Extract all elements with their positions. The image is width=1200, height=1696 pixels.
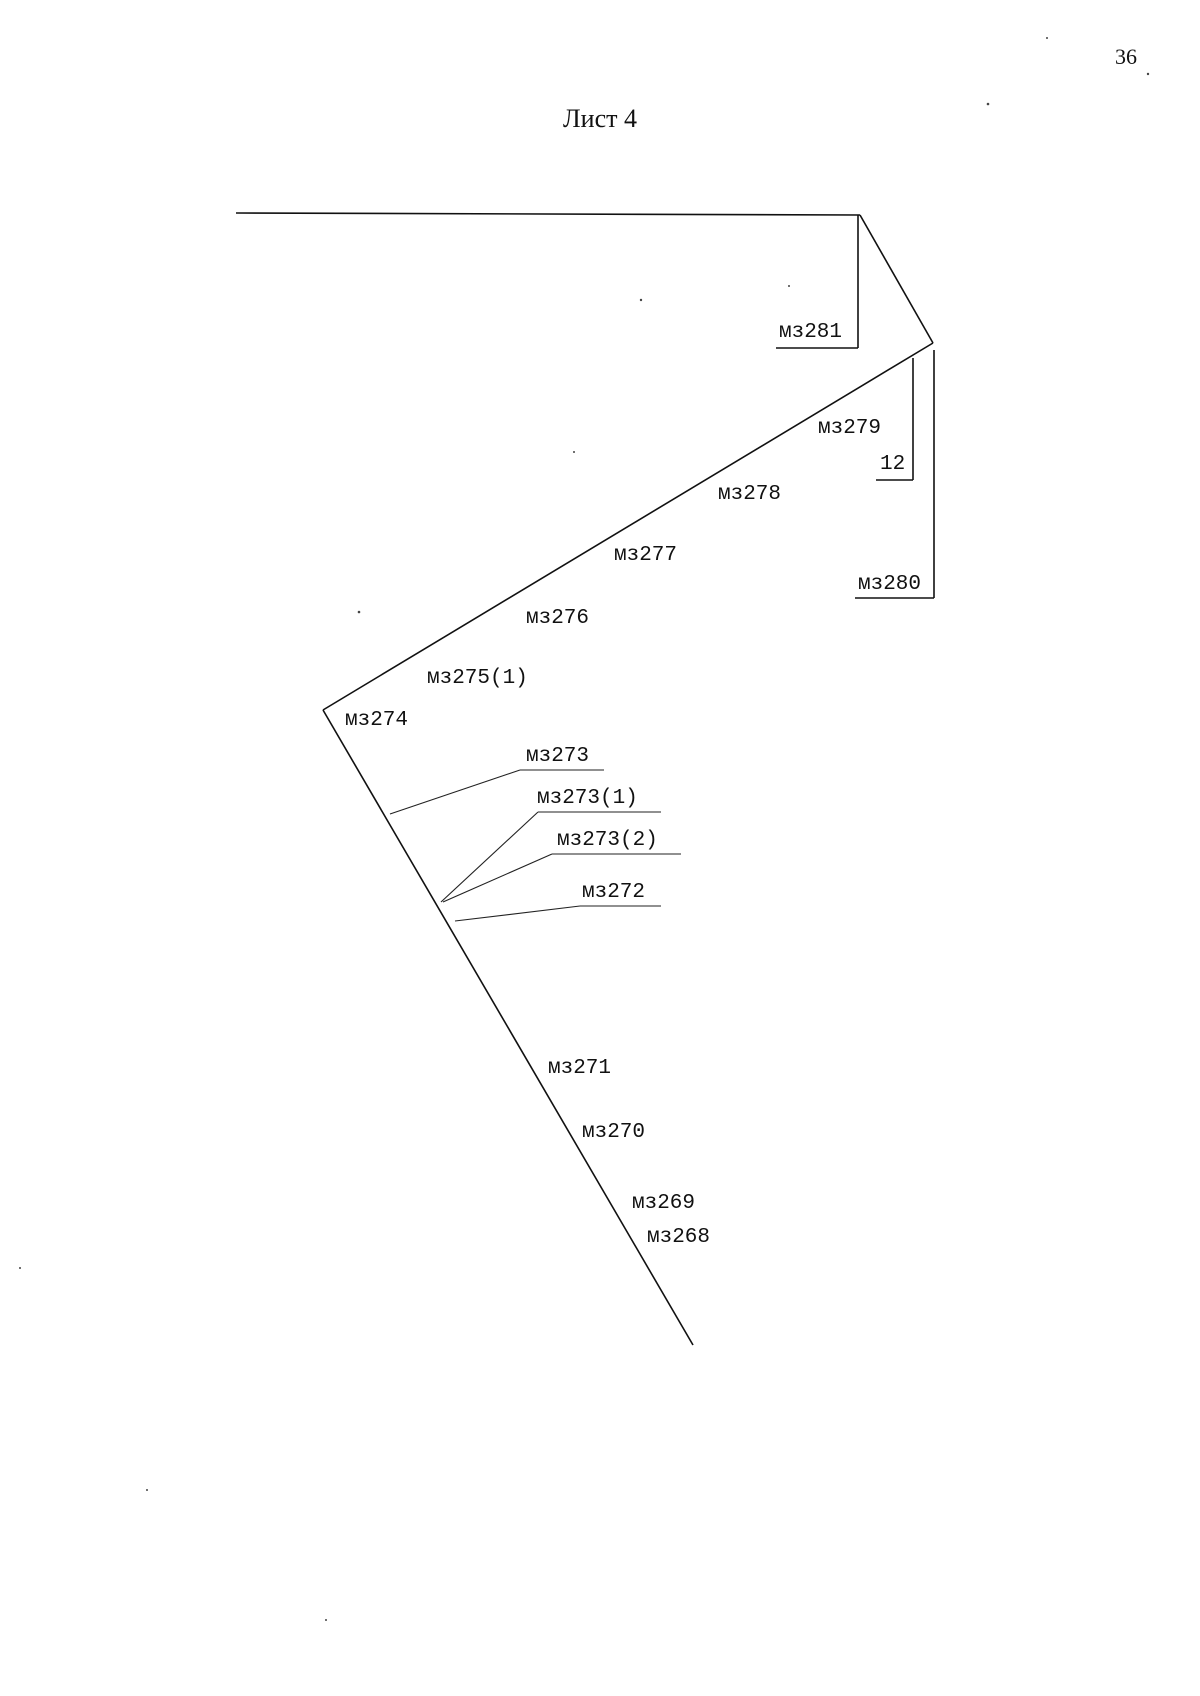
- scan-speck: [325, 1619, 327, 1621]
- label-ms277: мз277: [614, 544, 677, 567]
- page-number: 36: [1115, 44, 1137, 69]
- scan-speck: [357, 610, 361, 614]
- scan-speck: [986, 102, 990, 106]
- label-ms281: мз281: [779, 321, 842, 344]
- label-ms273-2: мз273(2): [557, 829, 658, 852]
- label-ms273-1: мз273(1): [537, 787, 638, 810]
- label-ms274: мз274: [345, 709, 408, 732]
- ms273-connector: [389, 769, 521, 815]
- label-ms276: мз276: [526, 607, 589, 630]
- label-ms278: мз278: [718, 483, 781, 506]
- ms273-2-connector: [442, 853, 553, 903]
- scan-speck: [1046, 37, 1048, 39]
- ms272-connector: [454, 905, 581, 922]
- label-12: 12: [880, 453, 905, 476]
- scan-speck: [788, 285, 790, 287]
- sheet-title: Лист 4: [563, 104, 637, 133]
- label-ms273: мз273: [526, 745, 589, 768]
- scan-speck: [146, 1489, 148, 1491]
- scan-speck: [1146, 72, 1150, 76]
- scan-speck: [573, 451, 575, 453]
- label-ms271: мз271: [548, 1057, 611, 1080]
- label-ms268: мз268: [647, 1226, 710, 1249]
- ms273-1-connector: [440, 811, 539, 903]
- top-branch: [235, 212, 861, 216]
- label-ms269: мз269: [632, 1192, 695, 1215]
- label-ms280: мз280: [858, 573, 921, 596]
- scan-speck: [639, 298, 643, 302]
- label-ms275-1: мз275(1): [427, 667, 528, 690]
- upper-right-edge: [859, 214, 934, 344]
- label-ms272: мз272: [582, 881, 645, 904]
- lower-branch: [322, 709, 694, 1346]
- label-ms270: мз270: [582, 1121, 645, 1144]
- diagonal-branch: [322, 342, 934, 711]
- scan-speck: [19, 1267, 21, 1269]
- label-ms279: мз279: [818, 417, 881, 440]
